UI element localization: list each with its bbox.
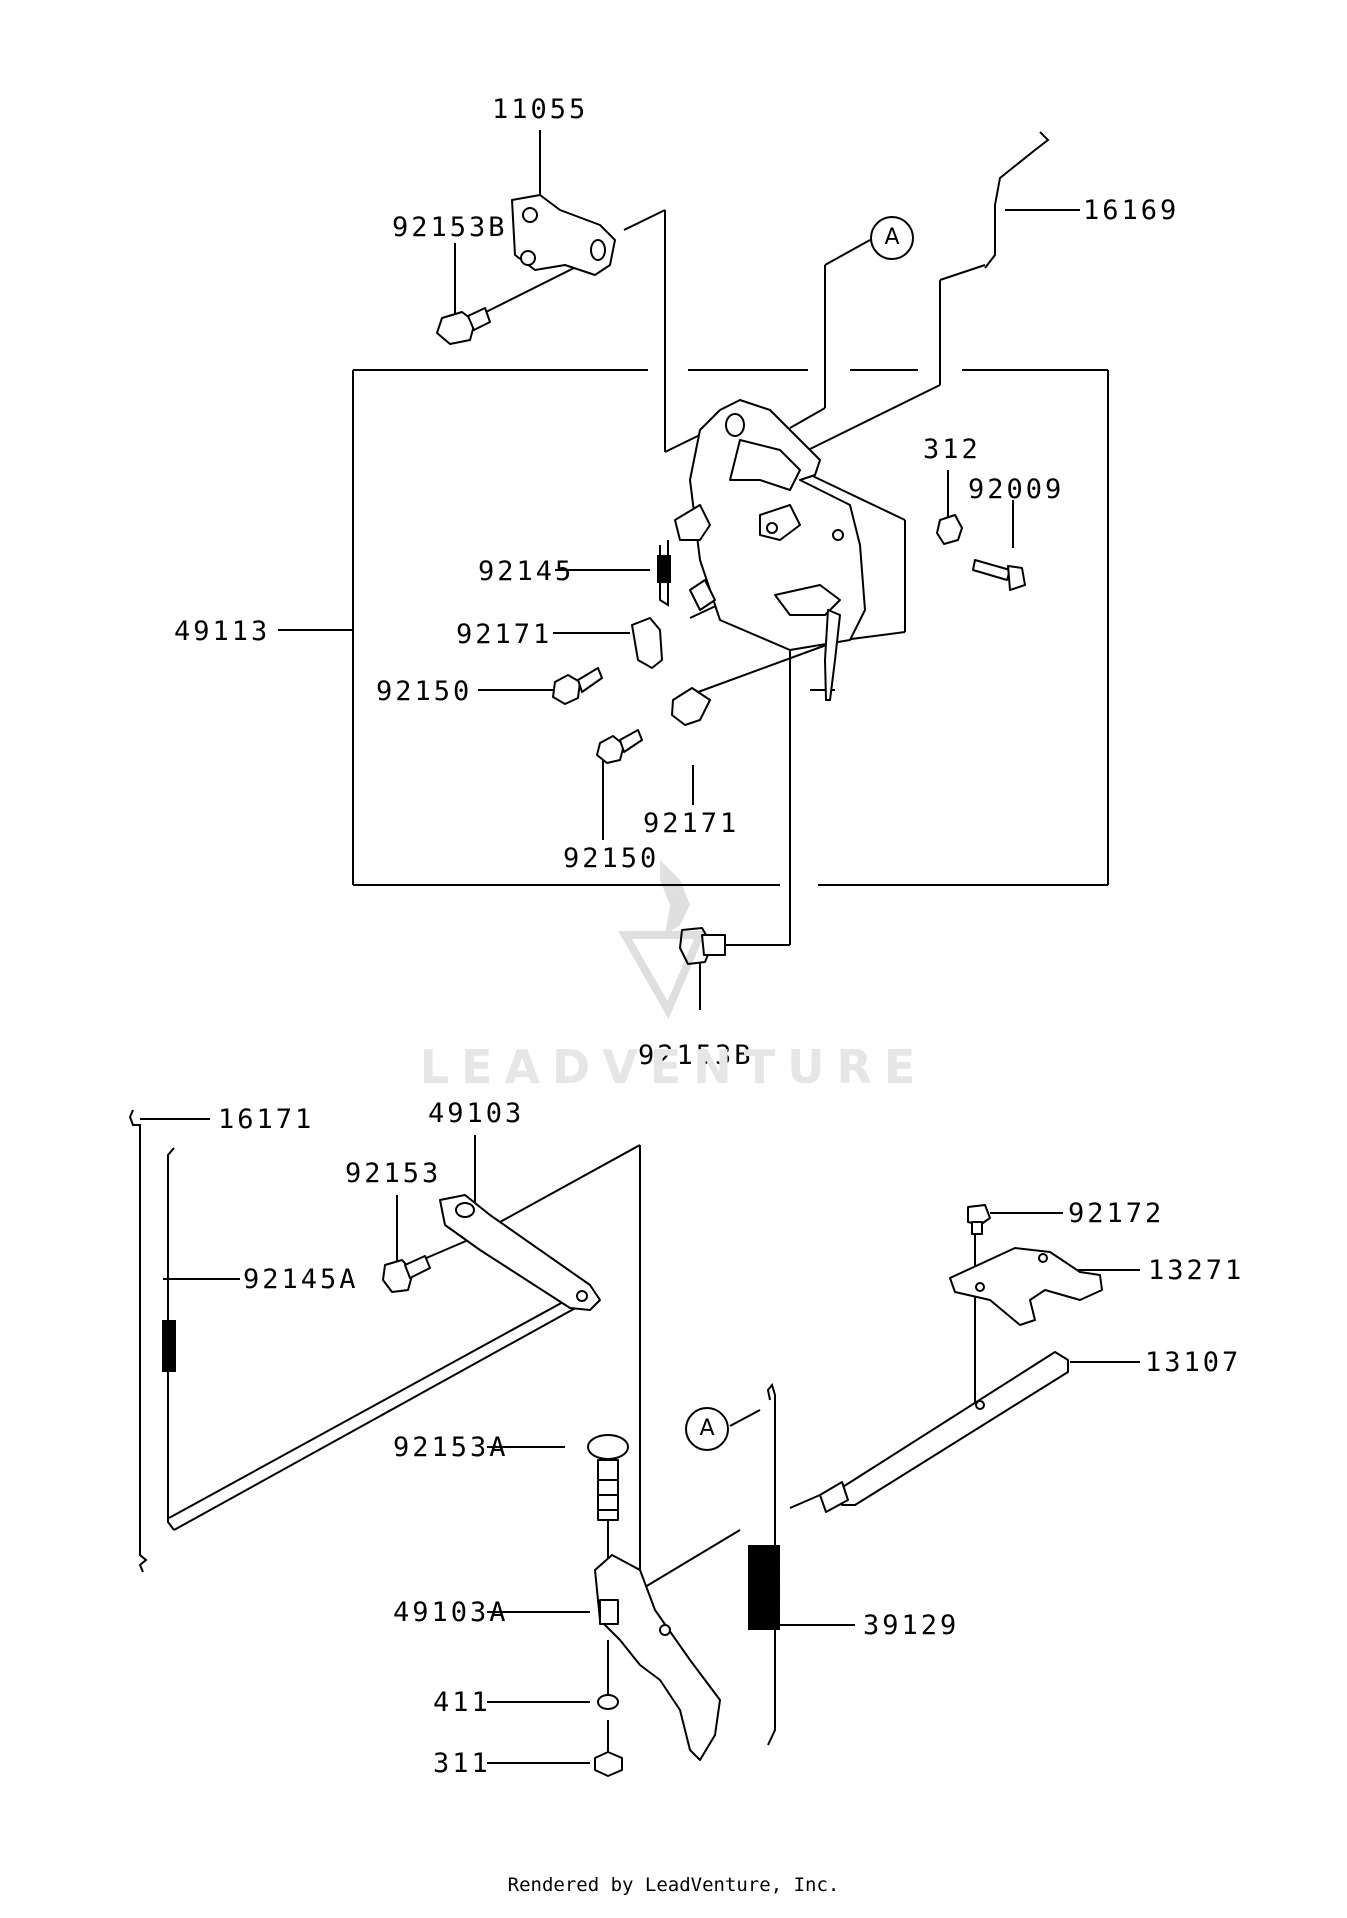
washer-411 bbox=[597, 1694, 619, 1710]
label-92153A: 92153A bbox=[393, 1432, 509, 1463]
label-92172: 92172 bbox=[1068, 1198, 1165, 1229]
frame-49113 bbox=[352, 369, 1109, 886]
bracket-13271 bbox=[949, 1247, 1103, 1326]
rod-16169 bbox=[984, 131, 1050, 269]
spring-39129 bbox=[748, 1382, 781, 1746]
bolt-92153A bbox=[587, 1434, 629, 1521]
label-312: 312 bbox=[923, 434, 981, 465]
long-rod bbox=[173, 1299, 591, 1531]
screw-92150-a bbox=[552, 667, 603, 705]
control-bracket bbox=[674, 399, 866, 701]
label-16169: 16169 bbox=[1083, 195, 1180, 226]
bolt-92153 bbox=[382, 1255, 431, 1293]
label-92171-a: 92171 bbox=[456, 619, 553, 650]
label-92009: 92009 bbox=[968, 474, 1065, 505]
watermark-logo bbox=[618, 860, 707, 1019]
label-49103: 49103 bbox=[428, 1098, 525, 1129]
spring-92145A bbox=[162, 1147, 176, 1531]
callout-a-bottom: A bbox=[685, 1407, 729, 1451]
nut-312 bbox=[936, 514, 963, 545]
label-13107: 13107 bbox=[1145, 1347, 1242, 1378]
bolt-92153B-bottom bbox=[679, 927, 726, 965]
lever-49103A bbox=[594, 1554, 721, 1761]
shaft-13107 bbox=[819, 1351, 1069, 1513]
label-92145A: 92145A bbox=[243, 1264, 359, 1295]
clip-92171-a bbox=[631, 617, 663, 669]
nut-311 bbox=[594, 1751, 623, 1777]
label-92153: 92153 bbox=[345, 1158, 442, 1189]
label-411: 411 bbox=[433, 1687, 491, 1718]
label-92150-b: 92150 bbox=[563, 843, 660, 874]
label-311: 311 bbox=[433, 1748, 491, 1779]
plate-49103 bbox=[439, 1194, 601, 1311]
label-13271: 13271 bbox=[1148, 1255, 1245, 1286]
label-39129: 39129 bbox=[863, 1610, 960, 1641]
label-92153B-bottom: 92153B bbox=[638, 1040, 754, 1071]
bolt-92153B-top bbox=[436, 307, 491, 345]
callout-a-top: A bbox=[870, 216, 914, 260]
label-11055: 11055 bbox=[492, 94, 589, 125]
leaders-top bbox=[278, 130, 1080, 1010]
label-16171: 16171 bbox=[218, 1104, 315, 1135]
clip-92171-b bbox=[671, 687, 711, 726]
bolt-92009 bbox=[972, 559, 1026, 591]
label-92145: 92145 bbox=[478, 556, 575, 587]
footer-credit: Rendered by LeadVenture, Inc. bbox=[507, 1874, 840, 1896]
watermark-text: LEADVENTURE bbox=[419, 1040, 928, 1094]
label-49113: 49113 bbox=[174, 616, 271, 647]
spring-92145 bbox=[657, 540, 671, 607]
label-92171-b: 92171 bbox=[643, 808, 740, 839]
leaders-bottom bbox=[140, 1118, 1140, 1764]
label-49103A: 49103A bbox=[393, 1597, 509, 1628]
label-92150-a: 92150 bbox=[376, 676, 473, 707]
screw-92150-b bbox=[596, 729, 643, 764]
screw-92172 bbox=[967, 1204, 991, 1235]
label-92153B-top: 92153B bbox=[392, 212, 508, 243]
rod-16171 bbox=[128, 1109, 148, 1573]
